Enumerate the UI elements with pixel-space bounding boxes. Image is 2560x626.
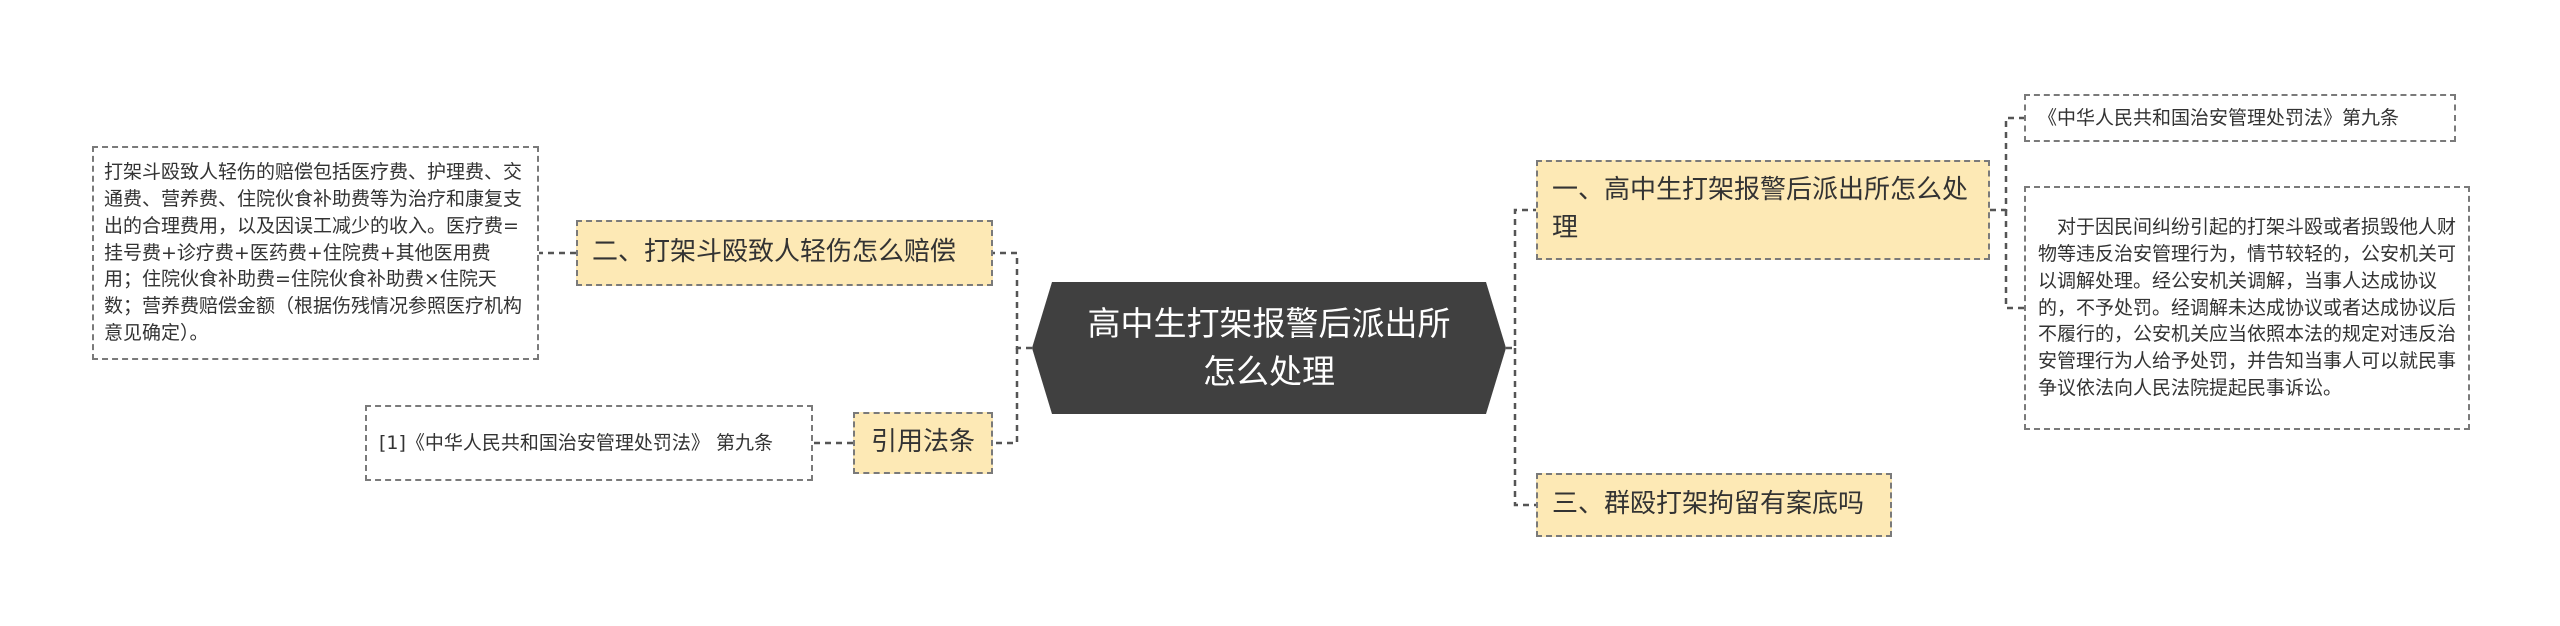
- leaf-compensation-details-text: 打架斗殴致人轻伤的赔偿包括医疗费、护理费、交通费、营养费、住院伙食补助费等为治疗…: [104, 160, 523, 345]
- central-topic[interactable]: 高中生打架报警后派出所怎么处理: [1032, 282, 1506, 414]
- connector-central-to-topic-1: [1506, 208, 1536, 350]
- topic-group-fight-record-label: 三、群殴打架拘留有案底吗: [1552, 489, 1865, 520]
- central-topic-shape: [1032, 282, 1506, 414]
- leaf-law-article[interactable]: 《中华人民共和国治安管理处罚法》第九条: [2024, 94, 2456, 142]
- topic-cited-law-label: 引用法条: [870, 427, 975, 458]
- connector-central-to-topic-2: [993, 251, 1032, 350]
- topic-group-fight-record[interactable]: 三、群殴打架拘留有案底吗: [1536, 473, 1892, 537]
- leaf-article-content-text: 对于因民间纠纷引起的打架斗殴或者损毁他人财物等违反治安管理行为，情节较轻的，公安…: [2038, 215, 2457, 400]
- leaf-article-content[interactable]: 对于因民间纠纷引起的打架斗殴或者损毁他人财物等违反治安管理行为，情节较轻的，公安…: [2024, 186, 2470, 430]
- topic-minor-injury-compensation-label: 二、打架斗殴致人轻伤怎么赔偿: [592, 237, 957, 268]
- leaf-compensation-details[interactable]: 打架斗殴致人轻伤的赔偿包括医疗费、护理费、交通费、营养费、住院伙食补助费等为治疗…: [92, 146, 539, 360]
- central-topic-label: 高中生打架报警后派出所怎么处理: [1087, 304, 1451, 391]
- connector-central-to-topic-3: [1513, 348, 1536, 507]
- topic-cited-law[interactable]: 引用法条: [853, 412, 993, 474]
- leaf-cited-law-reference-text: [1]《中华人民共和国治安管理处罚法》 第九条: [379, 431, 773, 454]
- connector-topic-1-to-leaf-law: [1990, 116, 2024, 212]
- leaf-cited-law-reference[interactable]: [1]《中华人民共和国治安管理处罚法》 第九条: [365, 405, 813, 481]
- connector-central-to-citation: [993, 348, 1019, 445]
- leaf-law-article-text: 《中华人民共和国治安管理处罚法》第九条: [2038, 106, 2400, 129]
- topic-minor-injury-compensation[interactable]: 二、打架斗殴致人轻伤怎么赔偿: [576, 220, 993, 286]
- connector-topic-1-to-leaf-text: [2004, 210, 2024, 310]
- topic-police-handling-label: 一、高中生打架报警后派出所怎么处理: [1552, 175, 1969, 243]
- topic-police-handling[interactable]: 一、高中生打架报警后派出所怎么处理: [1536, 160, 1990, 260]
